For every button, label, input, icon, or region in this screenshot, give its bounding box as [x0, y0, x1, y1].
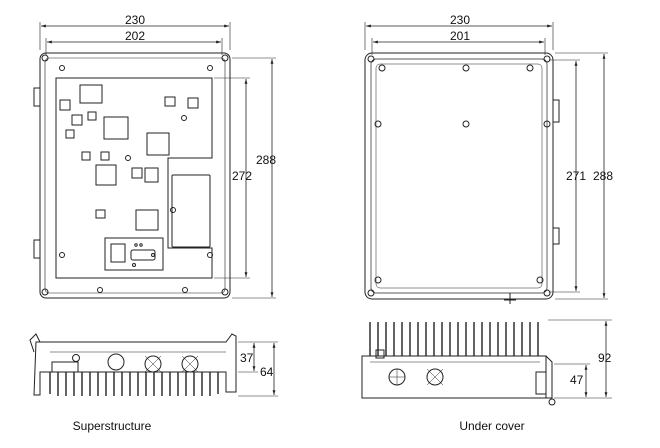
dim-outer-width: 230 [125, 13, 145, 27]
uc-dim-inner-width: 201 [450, 29, 470, 43]
uc-dim-side-total: 92 [598, 351, 612, 365]
under-cover-dimension-lines [366, 24, 606, 298]
under-cover-side-view [361, 319, 612, 406]
dim-inner-width: 202 [125, 29, 145, 43]
superstructure-top-view [33, 22, 276, 299]
under-cover-caption: Under cover [459, 419, 524, 433]
uc-dim-outer-height: 288 [593, 169, 613, 183]
uc-dim-inner-height: 271 [566, 169, 586, 183]
superstructure-side-view [29, 333, 278, 397]
superstructure-caption: Superstructure [73, 419, 152, 433]
superstructure-dimension-lines [41, 24, 274, 297]
dim-side-total: 64 [260, 365, 274, 379]
superstructure-side-dimension-lines [252, 343, 276, 395]
under-cover-top-view [364, 22, 608, 304]
dim-side-small: 37 [240, 351, 254, 365]
uc-dim-side-small: 47 [570, 373, 584, 387]
dim-outer-height: 288 [256, 153, 276, 167]
under-cover-side-dimension-lines [584, 321, 608, 397]
uc-dim-outer-width: 230 [450, 13, 470, 27]
dim-inner-height: 272 [232, 169, 252, 183]
